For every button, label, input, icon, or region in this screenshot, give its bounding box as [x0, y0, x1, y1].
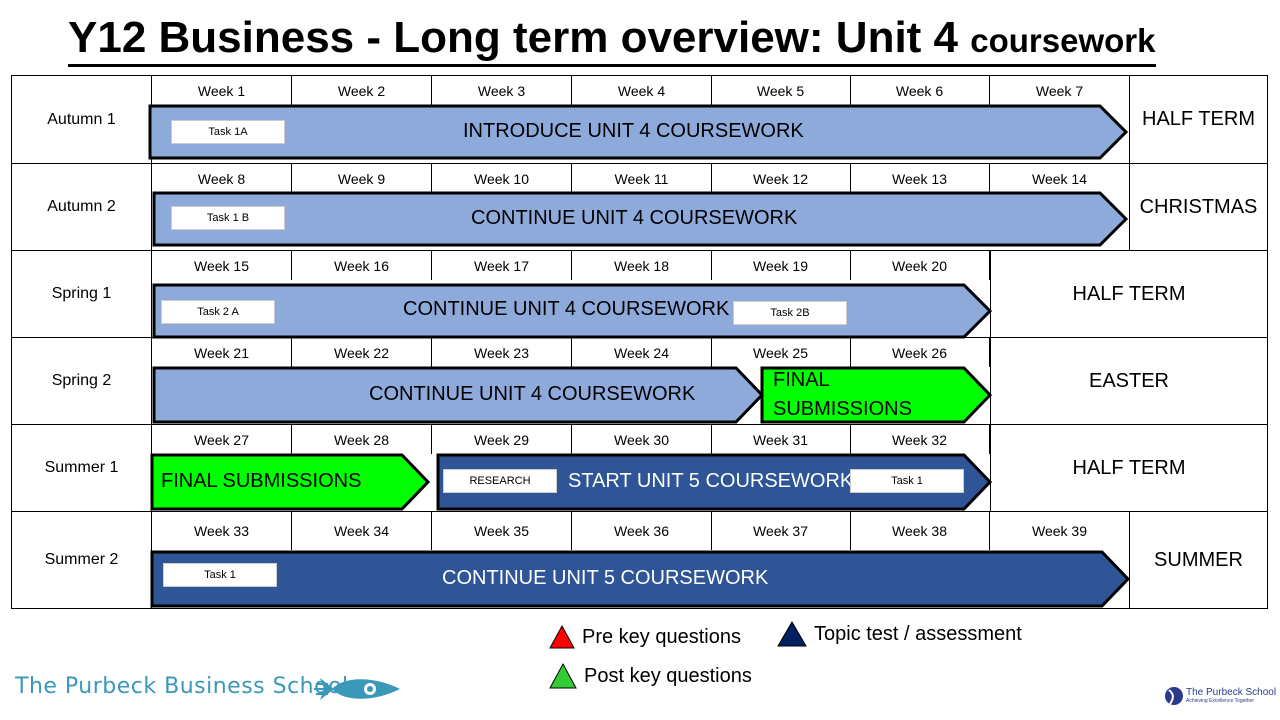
task-box: Task 1 — [163, 563, 277, 587]
row-spring-1: Spring 1 Week 15 Week 16 Week 17 Week 18… — [12, 250, 1267, 337]
arrow-continue-unit-4 — [152, 191, 1129, 247]
week-cell: Week 27 — [152, 425, 292, 454]
row-autumn-1: Autumn 1 Week 1 Week 2 Week 3 Week 4 Wee… — [12, 76, 1267, 163]
week-cell: Week 23 — [432, 338, 572, 367]
bar-label: CONTINUE UNIT 4 COURSEWORK — [403, 298, 730, 320]
task-box: Task 2 A — [161, 300, 275, 324]
week-cell: Week 3 — [432, 76, 572, 105]
task-box: Task 1 B — [171, 206, 285, 230]
week-cell: Week 15 — [152, 251, 292, 280]
week-cell: Week 37 — [711, 512, 851, 550]
week-cell: Week 38 — [850, 512, 990, 550]
week-cell: Week 6 — [850, 76, 990, 105]
week-cell: Week 28 — [292, 425, 432, 454]
week-cell: Week 1 — [152, 76, 292, 105]
term-label: Autumn 1 — [12, 76, 152, 163]
week-cell: Week 13 — [850, 164, 990, 193]
week-cell: Week 30 — [572, 425, 712, 454]
week-cell: Week 9 — [292, 164, 432, 193]
bar-label: CONTINUE UNIT 4 COURSEWORK — [471, 207, 798, 229]
week-cell: Week 32 — [850, 425, 990, 454]
week-cell: Week 31 — [711, 425, 851, 454]
bar-label: FINAL SUBMISSIONS — [773, 369, 912, 420]
week-cell: Week 18 — [572, 251, 712, 280]
holiday-label: HALF TERM — [990, 251, 1267, 337]
task-box: Task 2B — [733, 301, 847, 325]
week-cell: Week 2 — [292, 76, 432, 105]
school-crest-icon — [1165, 687, 1183, 705]
week-cell: Week 39 — [990, 512, 1130, 550]
week-cell: Week 36 — [572, 512, 712, 550]
week-cell: Week 25 — [711, 338, 851, 367]
rocket-icon — [314, 678, 400, 700]
bar-label: FINAL SUBMISSIONS — [161, 470, 362, 492]
week-cell: Week 8 — [152, 164, 292, 193]
week-cell: Week 19 — [711, 251, 851, 280]
term-label: Spring 1 — [12, 251, 152, 337]
term-label: Summer 2 — [12, 512, 152, 608]
week-cell: Week 20 — [850, 251, 990, 280]
business-school-logo: The Purbeck Business School — [15, 674, 349, 699]
week-cell: Week 24 — [572, 338, 712, 367]
arrow-introduce-unit-4 — [148, 104, 1129, 160]
week-cell: Week 16 — [292, 251, 432, 280]
week-cell: Week 35 — [432, 512, 572, 550]
week-cell: Week 10 — [432, 164, 572, 193]
week-cell: Week 34 — [292, 512, 432, 550]
week-cell: Week 11 — [572, 164, 712, 193]
term-label: Autumn 2 — [12, 164, 152, 250]
week-cell: Week 22 — [292, 338, 432, 367]
holiday-label: CHRISTMAS — [1129, 164, 1267, 250]
row-summer-1: Summer 1 Week 27 Week 28 Week 29 Week 30… — [12, 424, 1267, 511]
bar-label: CONTINUE UNIT 5 COURSEWORK — [442, 567, 769, 589]
legend-pre-key-questions: Pre key questions — [548, 624, 741, 650]
week-cell: Week 21 — [152, 338, 292, 367]
week-cell: Week 17 — [432, 251, 572, 280]
schedule-grid: Autumn 1 Week 1 Week 2 Week 3 Week 4 Wee… — [11, 75, 1268, 609]
week-cell: Week 7 — [990, 76, 1130, 105]
task-box: RESEARCH — [443, 469, 557, 493]
red-triangle-icon — [549, 624, 575, 649]
row-summer-2: Summer 2 Week 33 Week 34 Week 35 Week 36… — [12, 511, 1267, 608]
bar-label: CONTINUE UNIT 4 COURSEWORK — [369, 383, 696, 405]
week-cell: Week 12 — [711, 164, 851, 193]
arrow-final-submissions — [150, 453, 431, 511]
holiday-label: SUMMER — [1129, 512, 1267, 608]
week-cell: Week 5 — [711, 76, 851, 105]
row-autumn-2: Autumn 2 Week 8 Week 9 Week 10 Week 11 W… — [12, 163, 1267, 250]
task-box: Task 1A — [171, 120, 285, 144]
holiday-label: HALF TERM — [990, 425, 1267, 511]
purbeck-school-logo: The Purbeck School Achieving Excellence … — [1164, 682, 1276, 710]
navy-triangle-icon — [777, 621, 807, 647]
holiday-label: EASTER — [990, 338, 1267, 424]
term-label: Spring 2 — [12, 338, 152, 424]
task-box: Task 1 — [850, 469, 964, 493]
arrow-start-unit-5 — [436, 453, 993, 511]
bar-label: INTRODUCE UNIT 4 COURSEWORK — [463, 120, 804, 142]
page-title: Y12 Business - Long term overview: Unit … — [68, 12, 1156, 67]
week-cell: Week 4 — [572, 76, 712, 105]
green-triangle-icon — [549, 662, 577, 689]
arrow-continue-unit-5 — [150, 550, 1131, 608]
week-cell: Week 33 — [152, 512, 292, 550]
term-label: Summer 1 — [12, 425, 152, 511]
week-cell: Week 26 — [850, 338, 990, 367]
bar-label: START UNIT 5 COURSEWORK — [568, 470, 854, 492]
legend-post-key-questions: Post key questions — [548, 662, 752, 690]
week-cell: Week 14 — [990, 164, 1130, 193]
arrow-continue-unit-4 — [152, 366, 765, 424]
arrow-final-submissions — [760, 366, 993, 424]
week-cell: Week 29 — [432, 425, 572, 454]
legend-topic-test: Topic test / assessment — [776, 620, 1022, 648]
holiday-label: HALF TERM — [1129, 76, 1267, 163]
